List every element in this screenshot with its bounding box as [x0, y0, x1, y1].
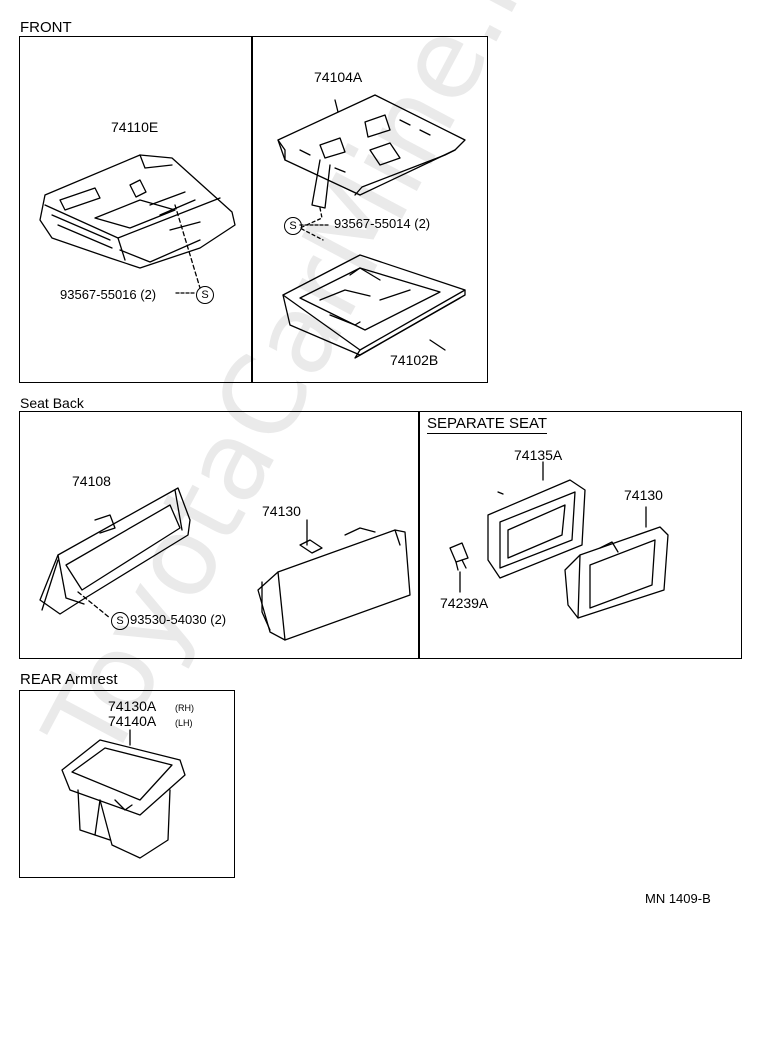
part-label-74102B: 74102B	[390, 352, 439, 368]
ashtray-front-icon	[39, 154, 236, 269]
section-title-rear-armrest: REAR Armrest	[20, 671, 118, 688]
seat-back-divider	[418, 411, 420, 659]
part-label-93530-54030: 93530-54030 (2)	[130, 612, 227, 627]
ashtray-drawer-icon	[282, 254, 466, 359]
part-label-74135A: 74135A	[514, 447, 563, 463]
part-label-74130-separate-seat: 74130	[624, 487, 663, 503]
part-label-74130-seat-back: 74130	[262, 503, 301, 519]
part-side-rh: (RH)	[175, 703, 194, 713]
part-label-93567-55016: 93567-55016 (2)	[60, 287, 157, 302]
part-label-74110E: 74110E	[111, 119, 159, 135]
seat-back-housing-icon	[39, 487, 191, 615]
front-panel	[19, 36, 488, 383]
part-label-74140A: 74140A	[108, 713, 157, 729]
section-title-seat-back: Seat Back	[20, 395, 84, 411]
separate-seat-ashtray-icon	[564, 526, 669, 619]
rear-armrest-panel	[19, 690, 235, 878]
part-label-74104A: 74104A	[314, 69, 363, 85]
screw-icon-bracket: S	[284, 217, 302, 235]
section-title-separate-seat: SEPARATE SEAT	[427, 415, 548, 434]
part-label-74239A: 74239A	[440, 595, 489, 611]
front-divider	[251, 36, 253, 383]
separate-seat-housing-icon	[487, 479, 586, 579]
part-label-93567-55014: 93567-55014 (2)	[334, 216, 431, 231]
rear-armrest-ashtray-icon	[61, 739, 186, 859]
seat-back-panel	[19, 411, 742, 659]
part-side-lh: (LH)	[175, 718, 193, 728]
ashtray-bracket-icon	[277, 94, 466, 209]
seat-back-ashtray-icon	[257, 527, 411, 641]
doc-reference: MN 1409-B	[645, 891, 711, 906]
section-title-front: FRONT	[20, 19, 72, 36]
part-label-74108: 74108	[72, 473, 111, 489]
screw-icon-seat-back: S	[111, 612, 129, 630]
clip-icon	[449, 542, 469, 571]
screw-icon-front: S	[196, 286, 214, 304]
part-label-74130A: 74130A	[108, 698, 157, 714]
